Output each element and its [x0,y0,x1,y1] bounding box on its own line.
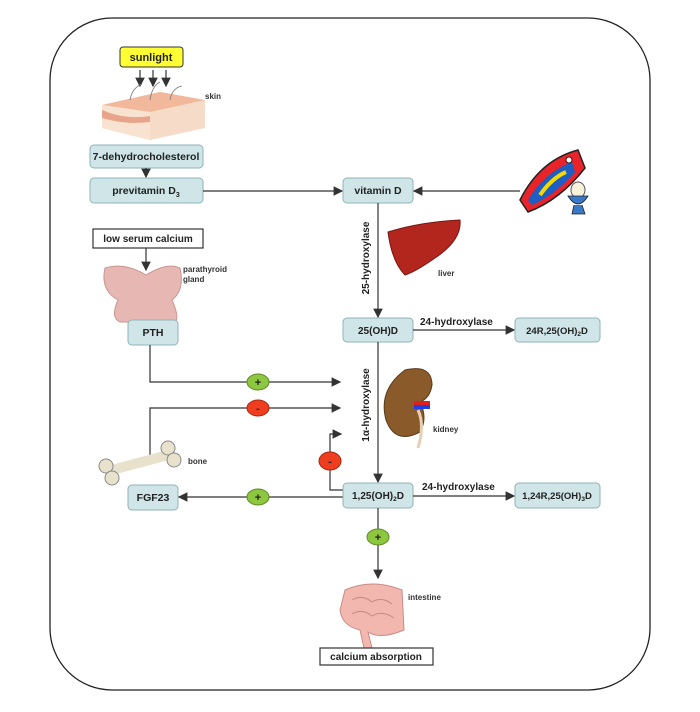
arrow-fgf23-kidney [149,403,342,465]
svg-text:low serum calcium: low serum calcium [103,234,193,245]
svg-text:-: - [328,456,332,468]
svg-text:previtamin D3: previtamin D3 [112,185,180,199]
fgf23-stimulate-badge: + [246,488,270,506]
svg-text:FGF23: FGF23 [137,492,170,504]
kidney-illustration [383,368,433,449]
node-pth: PTH [127,319,179,346]
enzyme-24-hydroxylase-bottom: 24-hydroxylase [422,482,495,493]
svg-text:PTH: PTH [143,327,164,339]
intestine-stimulate-badge: + [366,528,390,546]
svg-text:vitamin D: vitamin D [354,185,402,197]
enzyme-1a-hydroxylase: 1α-hydroxylase [361,368,372,442]
node-24r-25-oh2-d: 24R,25(OH)2D [514,317,601,343]
node-previtamin-d3: previtamin D3 [89,177,204,204]
svg-text:-: - [256,403,260,415]
bone-label: bone [188,457,208,466]
svg-text:25(OH)D: 25(OH)D [358,326,398,337]
intestine-label: intestine [408,593,441,602]
enzyme-24-hydroxylase-top: 24-hydroxylase [420,317,493,328]
node-vitamin-d: vitamin D [342,177,414,204]
enzyme-25-hydroxylase: 25-hydroxylase [361,221,372,294]
sunlight-node: sunlight [119,46,184,68]
svg-text:1,24R,25(OH)3D: 1,24R,25(OH)3D [522,491,592,503]
node-fgf23: FGF23 [127,484,179,511]
liver-illustration [387,219,461,276]
pth-stimulate-badge: + [246,373,270,391]
node-low-serum-calcium: low serum calcium [92,228,204,249]
skin-label: skin [205,92,221,101]
intestine-illustration [339,583,405,649]
svg-text:+: + [255,492,261,504]
sunlight-arrows [135,70,171,88]
node-1-24r-25-oh3-d: 1,24R,25(OH)3D [514,482,601,509]
node-7-dehydrocholesterol: 7-dehydrocholesterol [89,144,204,169]
svg-text:calcium absorption: calcium absorption [330,652,422,663]
fish-egg-icon [519,149,589,215]
node-calcitriol: 1,25(OH)2D [342,482,414,509]
svg-text:+: + [255,377,261,389]
parathyroid-illustration [103,265,182,323]
node-25ohd: 25(OH)D [342,317,414,343]
kidney-label: kidney [433,425,459,434]
svg-text:+: + [375,532,381,544]
feedback-inhibit-badge: - [318,451,342,471]
svg-text:7-dehydrocholesterol: 7-dehydrocholesterol [93,151,200,163]
skin-illustration [102,81,205,140]
svg-text:1,25(OH)2D: 1,25(OH)2D [352,491,404,503]
liver-label: liver [438,269,454,278]
svg-text:sunlight: sunlight [130,52,173,64]
arrow-pth-kidney [149,345,342,387]
svg-text:24R,25(OH)2D: 24R,25(OH)2D [526,326,588,338]
node-calcium-absorption: calcium absorption [319,647,434,666]
fgf23-inhibit-badge: - [246,399,270,417]
bone-illustration [98,440,182,486]
